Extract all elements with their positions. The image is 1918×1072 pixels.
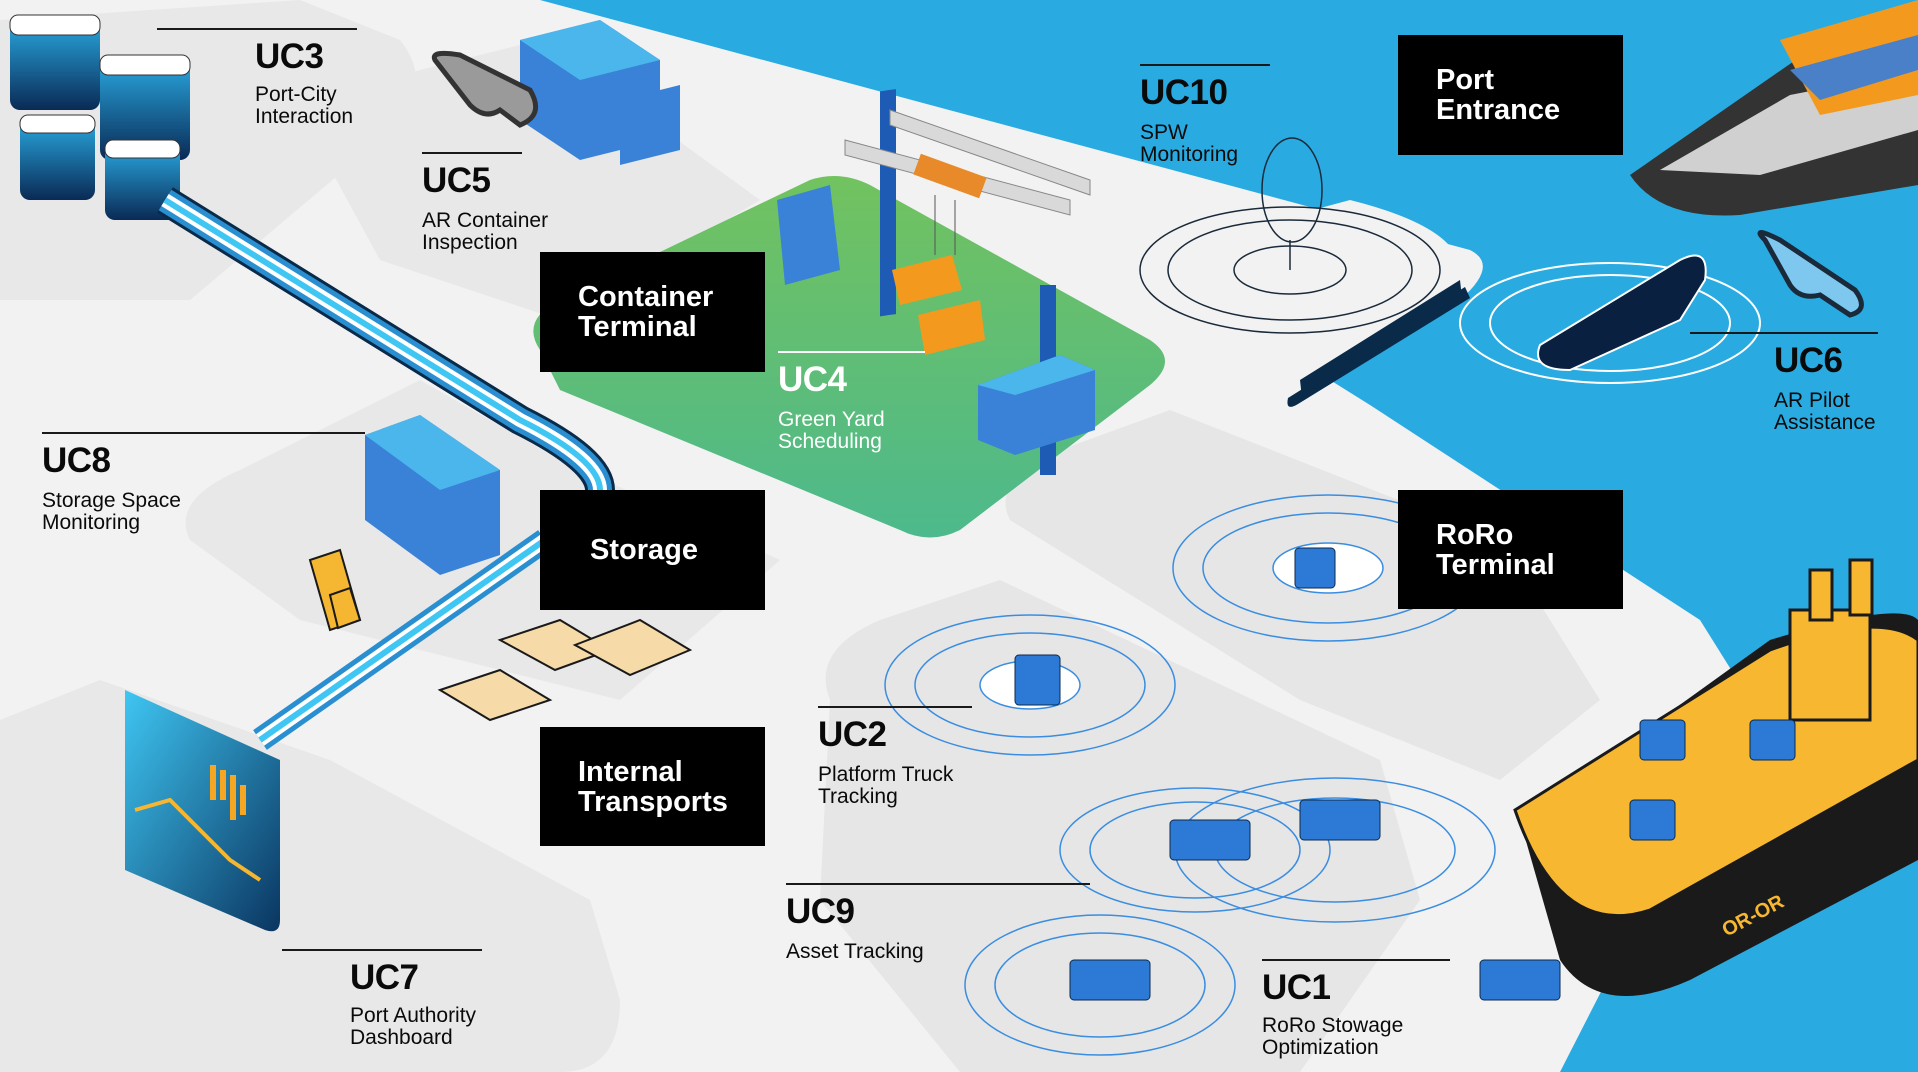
uc10-code: UC10 [1140,73,1228,112]
uc4-rule [778,351,925,353]
spw-pier [1090,200,1461,380]
use-case-uc6: UC6 AR Pilot Assistance [1690,332,1878,434]
uc3-description: Port-City Interaction [255,83,354,128]
container-ship [1630,0,1918,216]
roro-ship [1513,558,1918,996]
uc2-rule [818,706,972,708]
data-pipeline [157,187,615,750]
area-label-storage: Storage [540,490,765,610]
uc7-code: UC7 [350,958,419,997]
uc1-description: RoRo Stowage Optimization [1262,1014,1404,1059]
area-label-internal-transports: Internal Transports [540,727,765,846]
spw-pier-shadow [1300,280,1462,398]
container-stack-storage [365,415,500,575]
uc4-description: Green Yard Scheduling [778,408,885,453]
spw-rings [1139,137,1441,334]
uc5-rule [422,152,522,154]
dashboard-screen [125,690,280,932]
use-case-uc8: UC8 Storage Space Monitoring [42,432,365,534]
pallets [308,548,693,722]
container-stack-yard-right [978,355,1095,455]
uc3-rule [157,28,357,30]
use-case-uc4: UC4 Green Yard Scheduling [778,351,925,453]
area-label-port-entrance: Port Entrance [1398,35,1623,155]
uc9-rule [786,883,1090,885]
ar-glasses-inspection [431,50,539,128]
uc7-rule [282,949,482,951]
zone-roro [1005,410,1600,780]
uc6-description: AR Pilot Assistance [1774,389,1876,434]
area-label-container-terminal: Container Terminal [540,252,765,372]
uc4-code: UC4 [778,360,847,399]
pilot-boat [1537,254,1707,372]
container-stack-ar [520,20,680,165]
uc5-code: UC5 [422,161,491,200]
uc6-code: UC6 [1774,341,1843,380]
trucks [1014,547,1796,1001]
area-label-roro-terminal: RoRo Terminal [1398,490,1623,609]
uc10-rule [1140,64,1270,66]
uc10-description: SPW Monitoring [1140,121,1239,166]
uc8-code: UC8 [42,441,111,480]
city-buildings [9,14,191,220]
use-case-uc3: UC3 Port-City Interaction [157,28,357,128]
uc1-rule [1262,959,1450,961]
uc8-description: Storage Space Monitoring [42,489,181,534]
ar-glasses-pilot [1757,230,1864,318]
use-case-uc10: UC10 SPW Monitoring [1140,64,1270,166]
use-case-uc9: UC9 Asset Tracking [786,883,1090,963]
uc2-code: UC2 [818,715,887,754]
uc7-description: Port Authority Dashboard [350,1004,477,1049]
uc6-rule [1690,332,1878,334]
uc1-code: UC1 [1262,968,1331,1007]
uc2-description: Platform Truck Tracking [818,763,954,808]
pilot-rings [1459,262,1761,384]
use-case-uc7: UC7 Port Authority Dashboard [282,949,482,1049]
uc8-rule [42,432,365,434]
container-stack-yard-left [777,185,840,285]
zone-trucks [820,580,1420,1072]
uc3-code: UC3 [255,37,324,76]
use-case-uc1: UC1 RoRo Stowage Optimization [1262,959,1450,1059]
gantry-crane [844,89,1091,475]
uc5-description: AR Container Inspection [422,209,549,254]
zone-ar-inspection [320,40,760,320]
use-case-uc5: UC5 AR Container Inspection [422,152,548,254]
uc9-description: Asset Tracking [786,940,924,963]
use-case-uc2: UC2 Platform Truck Tracking [818,706,972,808]
uc9-code: UC9 [786,892,855,931]
